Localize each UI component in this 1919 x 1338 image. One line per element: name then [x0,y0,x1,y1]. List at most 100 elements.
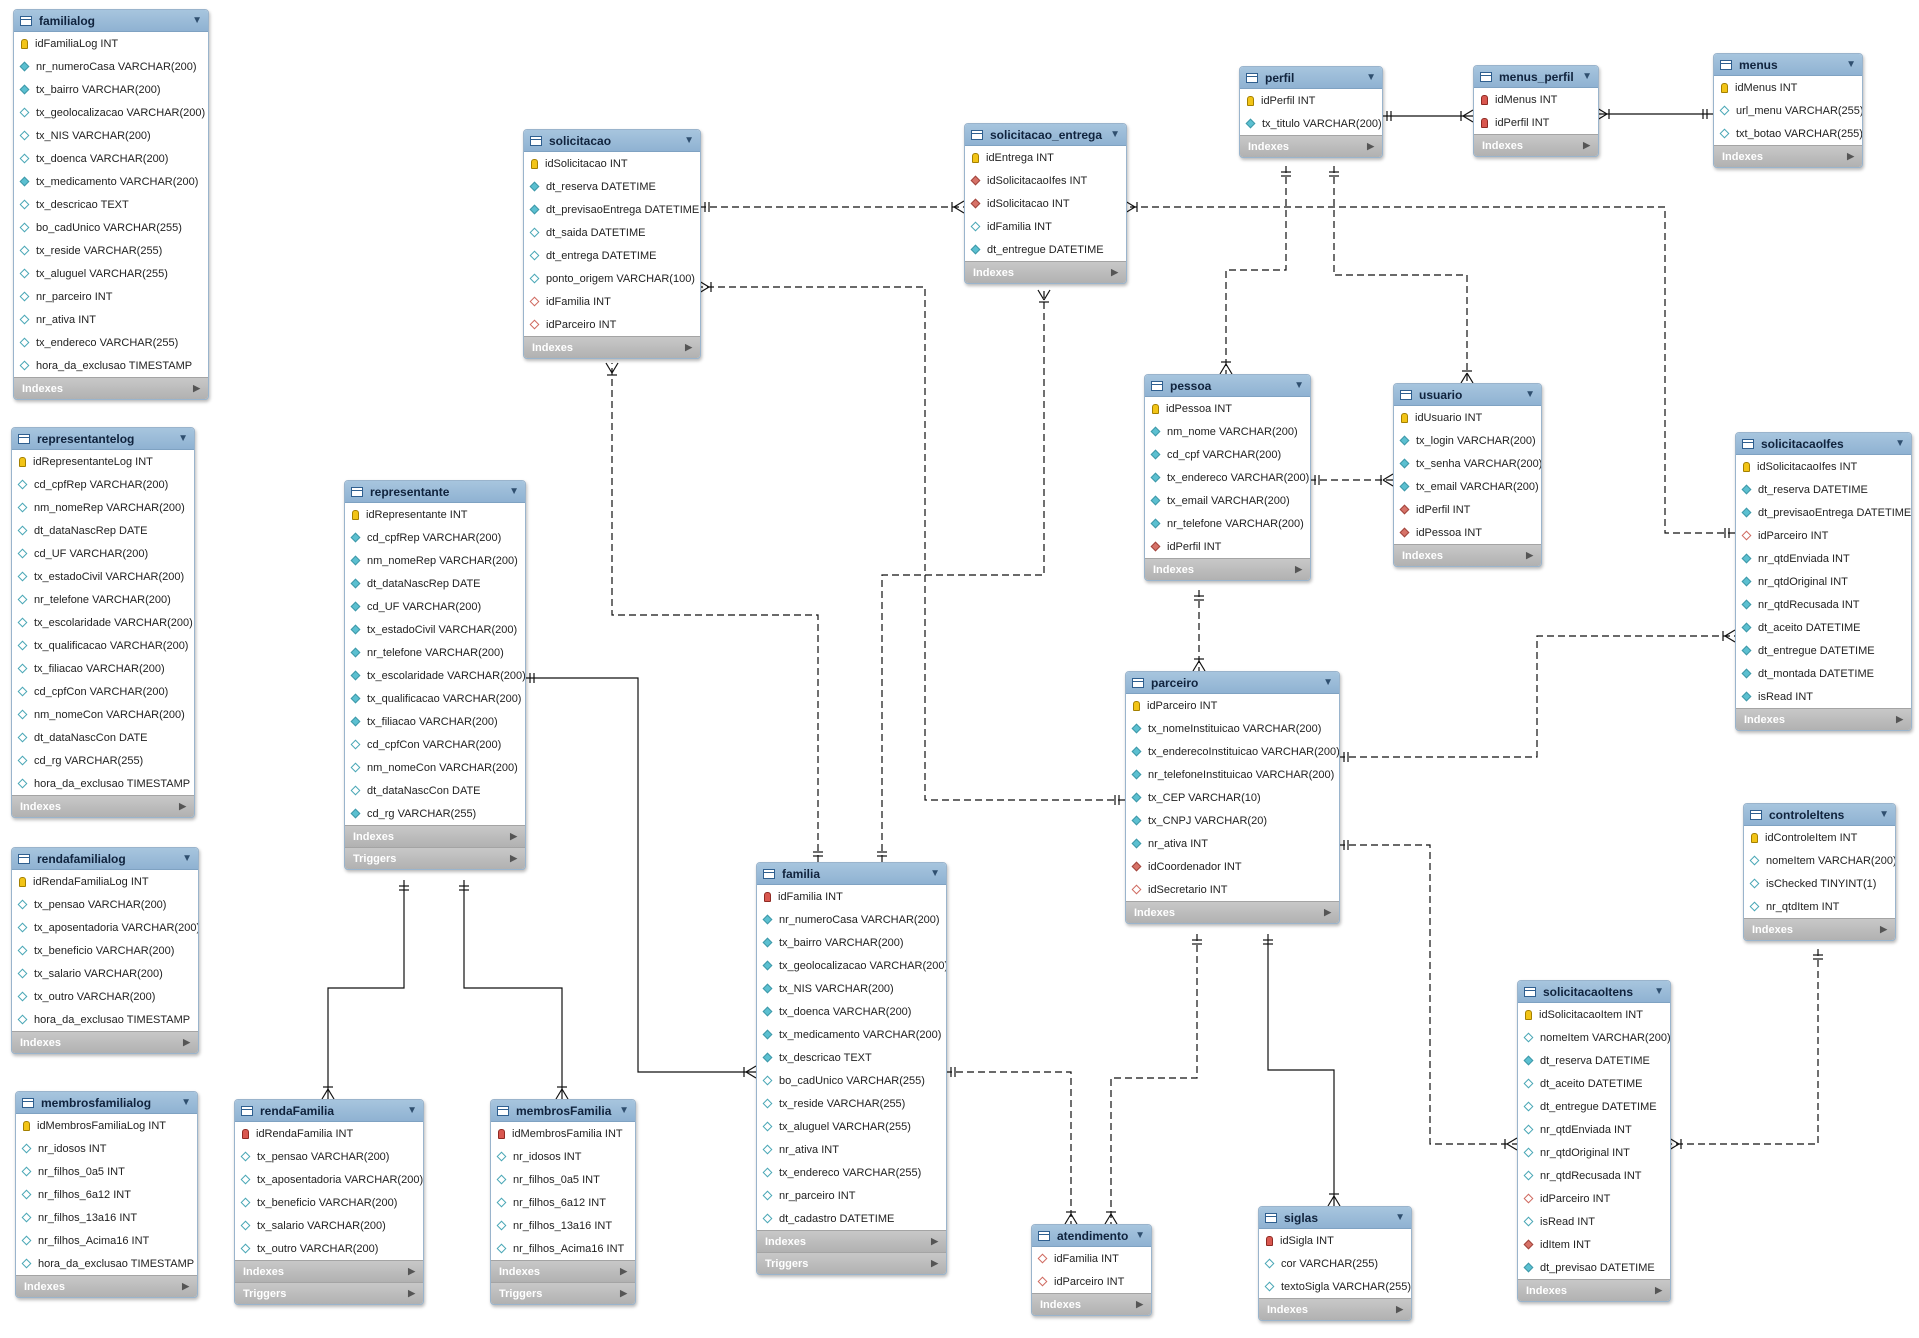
column-row[interactable]: tx_aposentadoria VARCHAR(200) [12,916,198,939]
chevron-right-icon[interactable]: ▶ [408,1266,415,1276]
chevron-right-icon[interactable]: ▶ [183,1037,190,1047]
column-row[interactable]: tx_aposentadoria VARCHAR(200) [235,1168,423,1191]
column-row[interactable]: bo_cadUnico VARCHAR(255) [757,1069,946,1092]
column-row[interactable]: txt_botao VARCHAR(255) [1714,122,1862,145]
chevron-down-icon[interactable]: ▼ [1323,677,1333,688]
column-row[interactable]: tx_nomeInstituicao VARCHAR(200) [1126,717,1339,740]
table-header[interactable]: controleItens▼ [1744,804,1895,826]
column-row[interactable]: idFamiliaLog INT [14,32,208,55]
column-row[interactable]: bo_cadUnico VARCHAR(255) [14,216,208,239]
section-indexes[interactable]: Indexes▶ [491,1260,635,1282]
column-row[interactable]: dt_aceito DATETIME [1736,616,1911,639]
column-row[interactable]: dt_montada DATETIME [1736,662,1911,685]
column-row[interactable]: cd_cpf VARCHAR(200) [1145,443,1310,466]
chevron-right-icon[interactable]: ▶ [685,342,692,352]
column-row[interactable]: nr_ativa INT [757,1138,946,1161]
column-row[interactable]: hora_da_exclusao TIMESTAMP [12,1008,198,1031]
column-row[interactable]: tx_qualificacao VARCHAR(200) [12,634,194,657]
column-row[interactable]: tx_doenca VARCHAR(200) [14,147,208,170]
table-header[interactable]: membrosFamilia▼ [491,1100,635,1122]
column-row[interactable]: idParceiro INT [1032,1270,1151,1293]
column-row[interactable]: hora_da_exclusao TIMESTAMP [16,1252,197,1275]
chevron-right-icon[interactable]: ▶ [620,1266,627,1276]
column-row[interactable]: dt_entregue DATETIME [1518,1095,1670,1118]
column-row[interactable]: nm_nomeCon VARCHAR(200) [345,756,525,779]
relationship-representante-familia[interactable] [524,673,757,1079]
chevron-down-icon[interactable]: ▼ [192,15,202,26]
column-row[interactable]: idSecretario INT [1126,878,1339,901]
chevron-right-icon[interactable]: ▶ [510,853,517,863]
chevron-right-icon[interactable]: ▶ [1111,267,1118,277]
column-row[interactable]: nr_ativa INT [14,308,208,331]
column-row[interactable]: hora_da_exclusao TIMESTAMP [14,354,208,377]
column-row[interactable]: idSigla INT [1259,1229,1411,1252]
column-row[interactable]: idUsuario INT [1394,406,1541,429]
table-header[interactable]: solicitacao▼ [524,130,700,152]
column-row[interactable]: tx_pensao VARCHAR(200) [12,893,198,916]
column-row[interactable]: cd_cpfCon VARCHAR(200) [345,733,525,756]
relationship-pessoa-parceiro[interactable] [1192,590,1206,672]
column-row[interactable]: tx_reside VARCHAR(255) [757,1092,946,1115]
column-row[interactable]: idPerfil INT [1145,535,1310,558]
table-header[interactable]: familia▼ [757,863,946,885]
column-row[interactable]: tx_aluguel VARCHAR(255) [757,1115,946,1138]
column-row[interactable]: tx_doenca VARCHAR(200) [757,1000,946,1023]
column-row[interactable]: tx_escolaridade VARCHAR(200) [12,611,194,634]
section-triggers[interactable]: Triggers▶ [345,847,525,869]
relationship-solicitacao-solicitacao_entrega[interactable] [699,200,965,214]
column-row[interactable]: tx_beneficio VARCHAR(200) [12,939,198,962]
column-row[interactable]: dt_entregue DATETIME [965,238,1126,261]
column-row[interactable]: dt_saida DATETIME [524,221,700,244]
relationship-pessoa-usuario[interactable] [1309,473,1394,487]
chevron-down-icon[interactable]: ▼ [182,853,192,864]
column-row[interactable]: idRepresentanteLog INT [12,450,194,473]
column-row[interactable]: nr_filhos_Acima16 INT [491,1237,635,1260]
column-row[interactable]: ponto_origem VARCHAR(100) [524,267,700,290]
section-indexes[interactable]: Indexes▶ [1240,135,1382,157]
column-row[interactable]: tx_NIS VARCHAR(200) [757,977,946,1000]
chevron-right-icon[interactable]: ▶ [931,1258,938,1268]
column-row[interactable]: cd_cpfRep VARCHAR(200) [345,526,525,549]
column-row[interactable]: dt_previsao DATETIME [1518,1256,1670,1279]
chevron-down-icon[interactable]: ▼ [509,486,519,497]
column-row[interactable]: nr_qtdOriginal INT [1736,570,1911,593]
column-row[interactable]: idCoordenador INT [1126,855,1339,878]
chevron-down-icon[interactable]: ▼ [181,1097,191,1108]
section-indexes[interactable]: Indexes▶ [12,1031,198,1053]
column-row[interactable]: nm_nomeRep VARCHAR(200) [345,549,525,572]
column-row[interactable]: tx_qualificacao VARCHAR(200) [345,687,525,710]
column-row[interactable]: tx_beneficio VARCHAR(200) [235,1191,423,1214]
column-row[interactable]: idParceiro INT [1518,1187,1670,1210]
column-row[interactable]: idPerfil INT [1474,111,1598,134]
column-row[interactable]: idRendaFamiliaLog INT [12,870,198,893]
column-row[interactable]: nr_filhos_13a16 INT [16,1206,197,1229]
column-row[interactable]: nr_qtdEnviada INT [1518,1118,1670,1141]
chevron-down-icon[interactable]: ▼ [619,1105,629,1116]
chevron-right-icon[interactable]: ▶ [1880,924,1887,934]
column-row[interactable]: nr_telefone VARCHAR(200) [345,641,525,664]
column-row[interactable]: nr_idosos INT [491,1145,635,1168]
column-row[interactable]: tx_estadoCivil VARCHAR(200) [345,618,525,641]
column-row[interactable]: idMenus INT [1714,76,1862,99]
column-row[interactable]: dt_cadastro DATETIME [757,1207,946,1230]
column-row[interactable]: cd_rg VARCHAR(255) [12,749,194,772]
table-header[interactable]: rendaFamilia▼ [235,1100,423,1122]
column-row[interactable]: tx_aluguel VARCHAR(255) [14,262,208,285]
chevron-down-icon[interactable]: ▼ [1110,129,1120,140]
column-row[interactable]: idItem INT [1518,1233,1670,1256]
table-header[interactable]: rendafamilialog▼ [12,848,198,870]
table-header[interactable]: familialog▼ [14,10,208,32]
